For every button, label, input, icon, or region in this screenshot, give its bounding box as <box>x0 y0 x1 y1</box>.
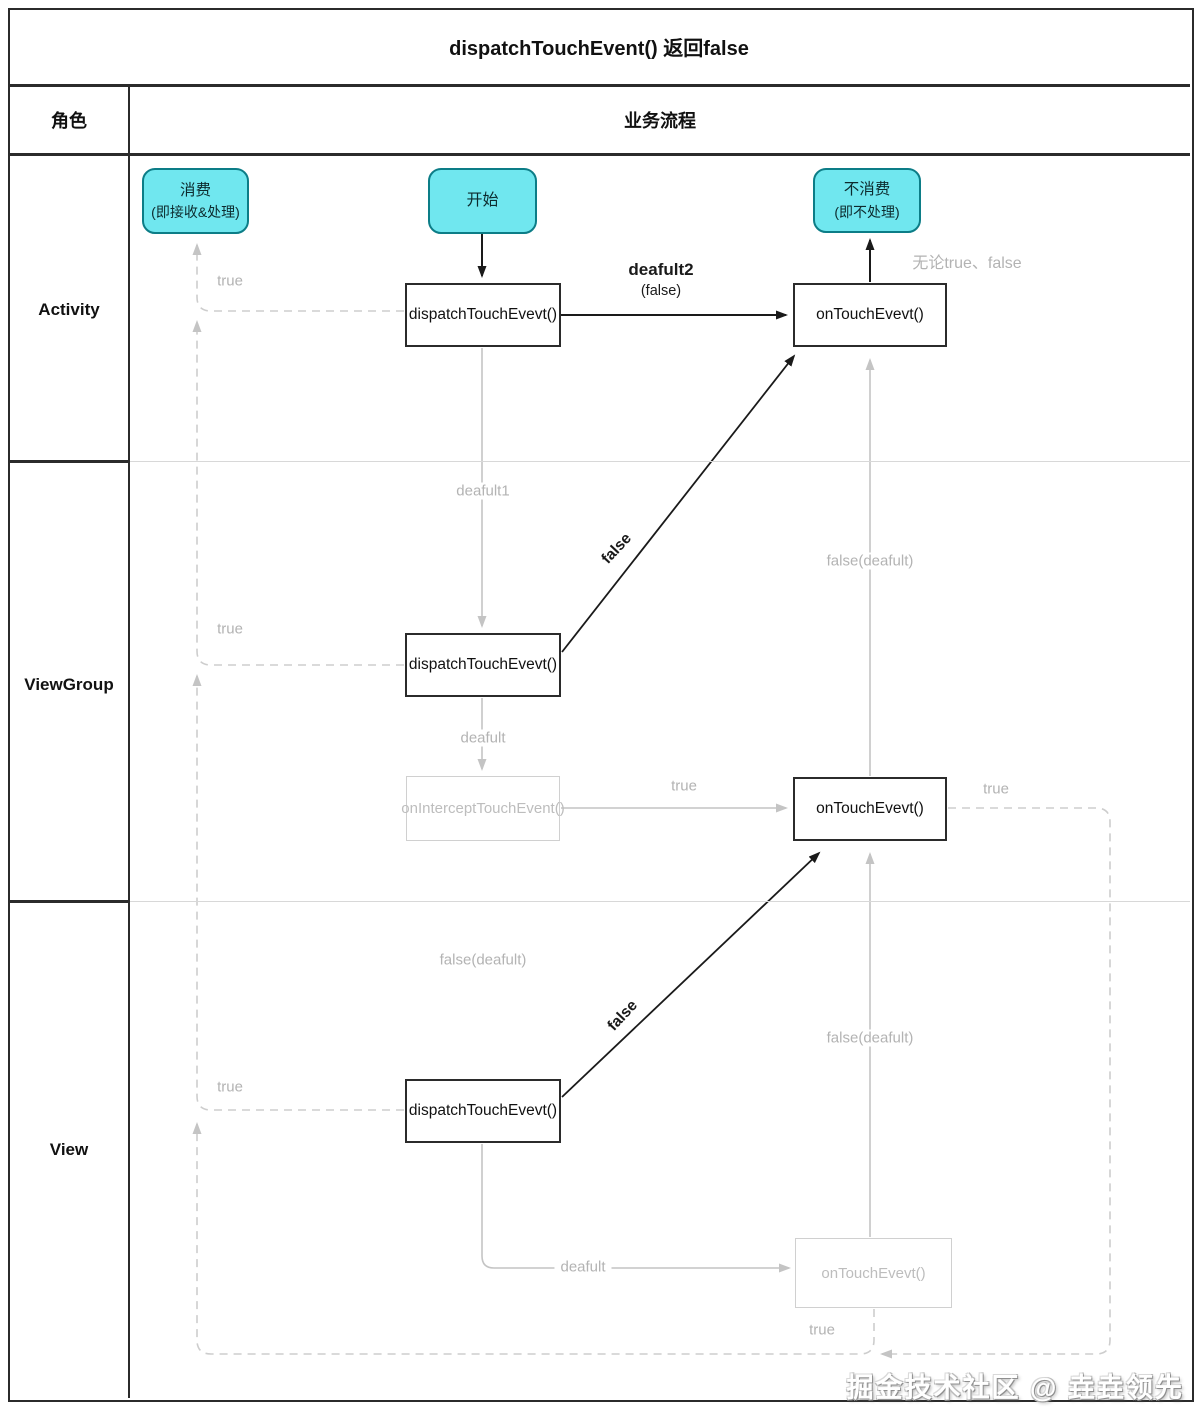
node-consume-line2: (即接收&处理) <box>151 204 240 221</box>
node-activity-dispatch: dispatchTouchEvevt() <box>405 283 561 347</box>
edge-label-deafult-bottom: deafult <box>554 1258 612 1276</box>
node-view-dispatch-label: dispatchTouchEvevt() <box>408 1102 558 1119</box>
lane-label-viewgroup: ViewGroup <box>24 675 114 694</box>
node-start-label: 开始 <box>466 192 499 210</box>
diagram-title: dispatchTouchEvent() 返回false <box>449 37 749 60</box>
outer-border <box>8 8 1194 1402</box>
edge-label-true-intercept: true <box>671 777 697 795</box>
node-not-consume: 不消费 (即不处理) <box>813 168 921 233</box>
node-consume-line1: 消费 <box>179 181 211 199</box>
edge-label-true-right-loop: true <box>983 780 1009 798</box>
lane-divider-2 <box>130 901 1190 902</box>
node-not-consume-line2: (即不处理) <box>834 203 900 220</box>
edge-label-deafult2-sub: (false) <box>640 283 682 299</box>
edge-label-true-bottom: true <box>809 1321 835 1339</box>
node-view-ontouch: onTouchEvevt() <box>795 1238 952 1308</box>
node-consume: 消费 (即接收&处理) <box>142 168 249 234</box>
node-view-dispatch: dispatchTouchEvevt() <box>405 1079 561 1143</box>
role-column-divider <box>128 84 130 1398</box>
node-viewgroup-ontouch-label: onTouchEvevt() <box>816 800 924 817</box>
node-viewgroup-ontouch: onTouchEvevt() <box>793 777 947 841</box>
edge-label-regardless: 无论true、false <box>912 255 1022 272</box>
edge-label-false-deafult-lower: false(deafult) <box>820 1029 920 1047</box>
edge-label-true-activity: true <box>217 272 243 290</box>
watermark: 掘金技术社区 @ 垚垚领先 <box>846 1373 1184 1403</box>
edge-label-false-deafult-left: false(deafult) <box>433 951 533 969</box>
node-view-ontouch-label: onTouchEvevt() <box>821 1264 926 1282</box>
edge-label-true-view: true <box>217 1078 243 1096</box>
title-separator <box>8 84 1190 87</box>
header-flow: 业务流程 <box>624 111 696 131</box>
lane-divider-1-role <box>8 460 130 463</box>
node-start: 开始 <box>428 168 537 234</box>
lane-divider-1 <box>130 461 1190 462</box>
node-viewgroup-intercept: onInterceptTouchEvent() <box>401 776 565 841</box>
header-separator <box>8 153 1190 156</box>
header-role: 角色 <box>51 111 87 131</box>
node-viewgroup-intercept-label: onInterceptTouchEvent() <box>401 800 565 817</box>
lane-divider-2-role <box>8 900 130 903</box>
node-activity-ontouch-label: onTouchEvevt() <box>816 306 924 323</box>
edge-label-false-deafult-upper: false(deafult) <box>820 552 920 570</box>
node-activity-dispatch-label: dispatchTouchEvevt() <box>408 306 558 323</box>
node-viewgroup-dispatch-label: dispatchTouchEvevt() <box>408 656 558 673</box>
edge-label-deafult1: deafult1 <box>450 482 516 500</box>
edge-label-deafult2: deafult2 <box>628 260 694 279</box>
node-not-consume-line1: 不消费 <box>843 181 891 199</box>
edge-label-true-viewgroup: true <box>217 620 243 638</box>
lane-label-view: View <box>49 1140 89 1159</box>
edge-label-deafult-mid: deafult <box>454 729 512 747</box>
lane-label-activity: Activity <box>38 300 100 319</box>
node-activity-ontouch: onTouchEvevt() <box>793 283 947 347</box>
node-viewgroup-dispatch: dispatchTouchEvevt() <box>405 633 561 697</box>
